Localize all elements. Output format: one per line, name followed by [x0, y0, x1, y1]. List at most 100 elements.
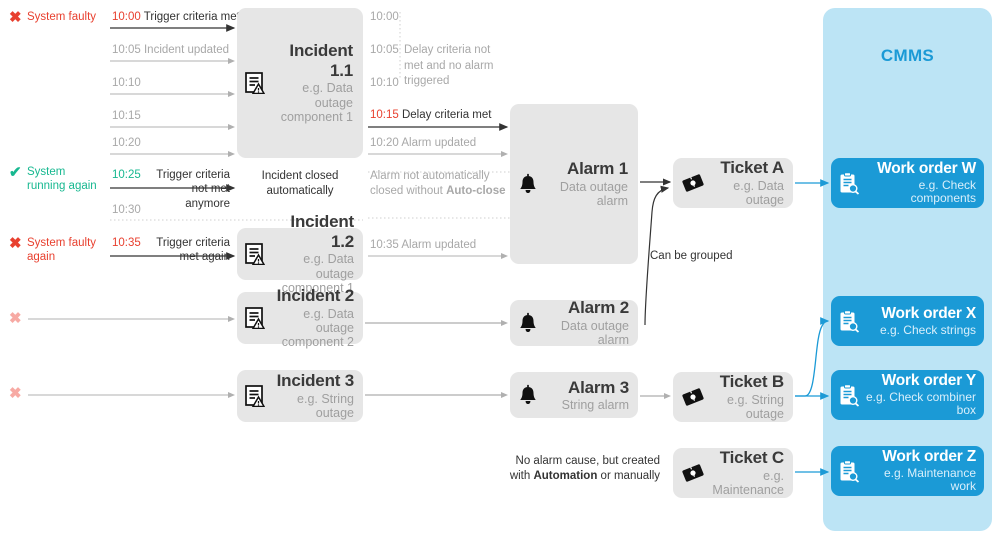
ticket-subtitle: e.g. Data outage — [733, 178, 784, 208]
incident-title: Incident 1.2 — [290, 212, 354, 251]
cross-icon: ✖ — [9, 9, 22, 26]
alarm-node-2[interactable]: Alarm 2 Data outage alarm — [510, 298, 638, 348]
timeline-left-entry-1000: 10:00 Trigger criteria met — [112, 10, 240, 24]
caption-line-1: No alarm cause, but created — [515, 455, 660, 467]
incident-title: Incident 3 — [276, 371, 355, 391]
incident-subtitle: e.g. Data outage component 1 — [281, 252, 354, 296]
work-order-subtitle: e.g. Check components — [910, 177, 976, 206]
timeline-text: Alarm updated — [401, 137, 477, 149]
timeline-time: 10:05 — [112, 44, 141, 56]
caption-auto-close-term: Auto-close — [446, 184, 506, 197]
caption-no-alarm-cause: No alarm cause, but created with Automat… — [500, 454, 660, 484]
timeline-time: 10:30 — [112, 204, 141, 216]
timeline-text: Alarm updated — [401, 239, 477, 251]
timeline-time: 10:05 — [370, 44, 399, 56]
work-order-node-y[interactable]: Work order Y e.g. Check combiner box — [831, 370, 984, 420]
status-marker-system-running-again: ✔ System running again — [9, 165, 99, 194]
ticket-subtitle: e.g. Maintenance — [712, 468, 784, 498]
timeline-time: 10:10 — [370, 77, 399, 89]
work-order-title: Work order Z — [882, 447, 976, 465]
alarm-title: Alarm 3 — [568, 377, 629, 397]
timeline-right-entry-1015: 10:15 Delay criteria met — [370, 108, 491, 122]
timeline-time: 10:10 — [112, 77, 141, 89]
incident-node-2[interactable]: Incident 2 e.g. Data outage component 2 — [237, 286, 363, 349]
timeline-right-note-delay-not-met: Delay criteria not met and no alarm trig… — [404, 44, 494, 88]
timeline-time: 10:20 — [370, 137, 399, 149]
incident-title: Incident 1.1 — [289, 41, 353, 80]
cross-icon: ✖ — [9, 385, 22, 402]
timeline-time: 10:00 — [112, 11, 141, 23]
incident-subtitle: e.g. String outage — [297, 391, 354, 421]
timeline-left-entry-1035: 10:35 Trigger criteria met again — [112, 236, 230, 265]
timeline-time: 10:00 — [370, 11, 399, 23]
alarm-node-3[interactable]: Alarm 3 String alarm — [510, 372, 638, 418]
clipboard-search-icon — [838, 459, 860, 483]
ticket-node-a[interactable]: Ticket A e.g. Data outage — [673, 158, 793, 208]
timeline-time: 10:25 — [112, 169, 141, 181]
cross-icon: ✖ — [9, 310, 22, 327]
work-order-title: Work order Y — [881, 371, 977, 389]
ticket-subtitle: e.g. String outage — [727, 392, 784, 422]
timeline-time: 10:15 — [112, 110, 141, 122]
incident-title: Incident 2 — [276, 286, 355, 306]
timeline-right-entry-1000: 10:00 — [370, 10, 399, 24]
timeline-left-entry-1010: 10:10 — [112, 76, 141, 90]
timeline-left-entry-1005: 10:05 Incident updated — [112, 43, 229, 57]
work-order-subtitle: e.g. Maintenance work — [883, 465, 976, 494]
work-order-title: Work order X — [881, 304, 976, 322]
alarm-title: Alarm 1 — [567, 159, 628, 179]
incident-document-icon — [245, 307, 265, 329]
timeline-time: 10:15 — [370, 109, 399, 121]
work-order-node-z[interactable]: Work order Z e.g. Maintenance work — [831, 446, 984, 496]
timeline-text: Incident updated — [143, 44, 230, 56]
timeline-text: Trigger criteria met — [143, 11, 240, 23]
timeline-right-entry-1010: 10:10 — [370, 76, 399, 90]
timeline-text: Delay criteria met — [401, 109, 492, 121]
cross-icon: ✖ — [9, 235, 22, 252]
caption-line-2a: closed without — [370, 184, 447, 197]
work-order-title: Work order W — [877, 159, 976, 177]
alarm-subtitle: Data outage alarm — [560, 318, 629, 348]
caption-line-2c: or manually — [597, 469, 660, 482]
timeline-time: 10:35 — [112, 237, 141, 249]
bell-icon — [518, 312, 538, 334]
incident-document-icon — [245, 385, 265, 407]
bell-icon — [518, 173, 538, 195]
ticket-icon — [681, 462, 705, 484]
incident-node-3[interactable]: Incident 3 e.g. String outage — [237, 370, 363, 422]
incident-node-1-1[interactable]: Incident 1.1 e.g. Data outage component … — [237, 8, 363, 158]
caption-automation-term: Automation — [533, 469, 598, 482]
work-order-node-w[interactable]: Work order W e.g. Check components — [831, 158, 984, 208]
alarm-node-1[interactable]: Alarm 1 Data outage alarm — [510, 104, 638, 264]
bell-icon — [518, 384, 538, 406]
status-marker-label: System faulty — [27, 11, 97, 23]
ticket-node-b[interactable]: Ticket B e.g. String outage — [673, 372, 793, 422]
caption-line-1: Alarm not automatically — [370, 170, 490, 182]
timeline-right-entry-1005: 10:05 — [370, 43, 399, 57]
status-marker-system-faulty: ✖ System faulty — [9, 10, 99, 25]
caption-can-be-grouped: Can be grouped — [650, 250, 733, 262]
caption-incident-closed: Incident closed automatically — [261, 170, 339, 197]
timeline-text: Trigger criteria met again — [156, 237, 230, 264]
cmms-title: CMMS — [880, 46, 935, 65]
status-marker-faint-1: ✖ — [9, 311, 27, 326]
incident-subtitle: e.g. Data outage component 1 — [280, 81, 353, 125]
incident-document-icon — [245, 72, 265, 94]
cmms-panel — [823, 8, 992, 531]
alarm-subtitle: Data outage alarm — [559, 179, 628, 209]
status-marker-system-faulty-again: ✖ System faulty again — [9, 236, 99, 265]
incident-node-1-2[interactable]: Incident 1.2 e.g. Data outage component … — [237, 212, 363, 295]
timeline-time: 10:35 — [370, 239, 399, 251]
work-order-subtitle: e.g. Check combiner box — [865, 389, 976, 418]
caption-line-2a: with — [509, 469, 534, 482]
check-icon: ✔ — [9, 164, 22, 181]
work-order-node-x[interactable]: Work order X e.g. Check strings — [831, 296, 984, 346]
status-marker-faint-2: ✖ — [9, 386, 27, 401]
status-marker-label: System running again — [27, 166, 97, 193]
timeline-right-entry-1035: 10:35 Alarm updated — [370, 238, 476, 252]
ticket-title: Ticket C — [719, 448, 784, 468]
alarm-subtitle: String alarm — [561, 398, 629, 413]
ticket-icon — [681, 386, 705, 408]
ticket-node-c[interactable]: Ticket C e.g. Maintenance — [673, 448, 793, 498]
